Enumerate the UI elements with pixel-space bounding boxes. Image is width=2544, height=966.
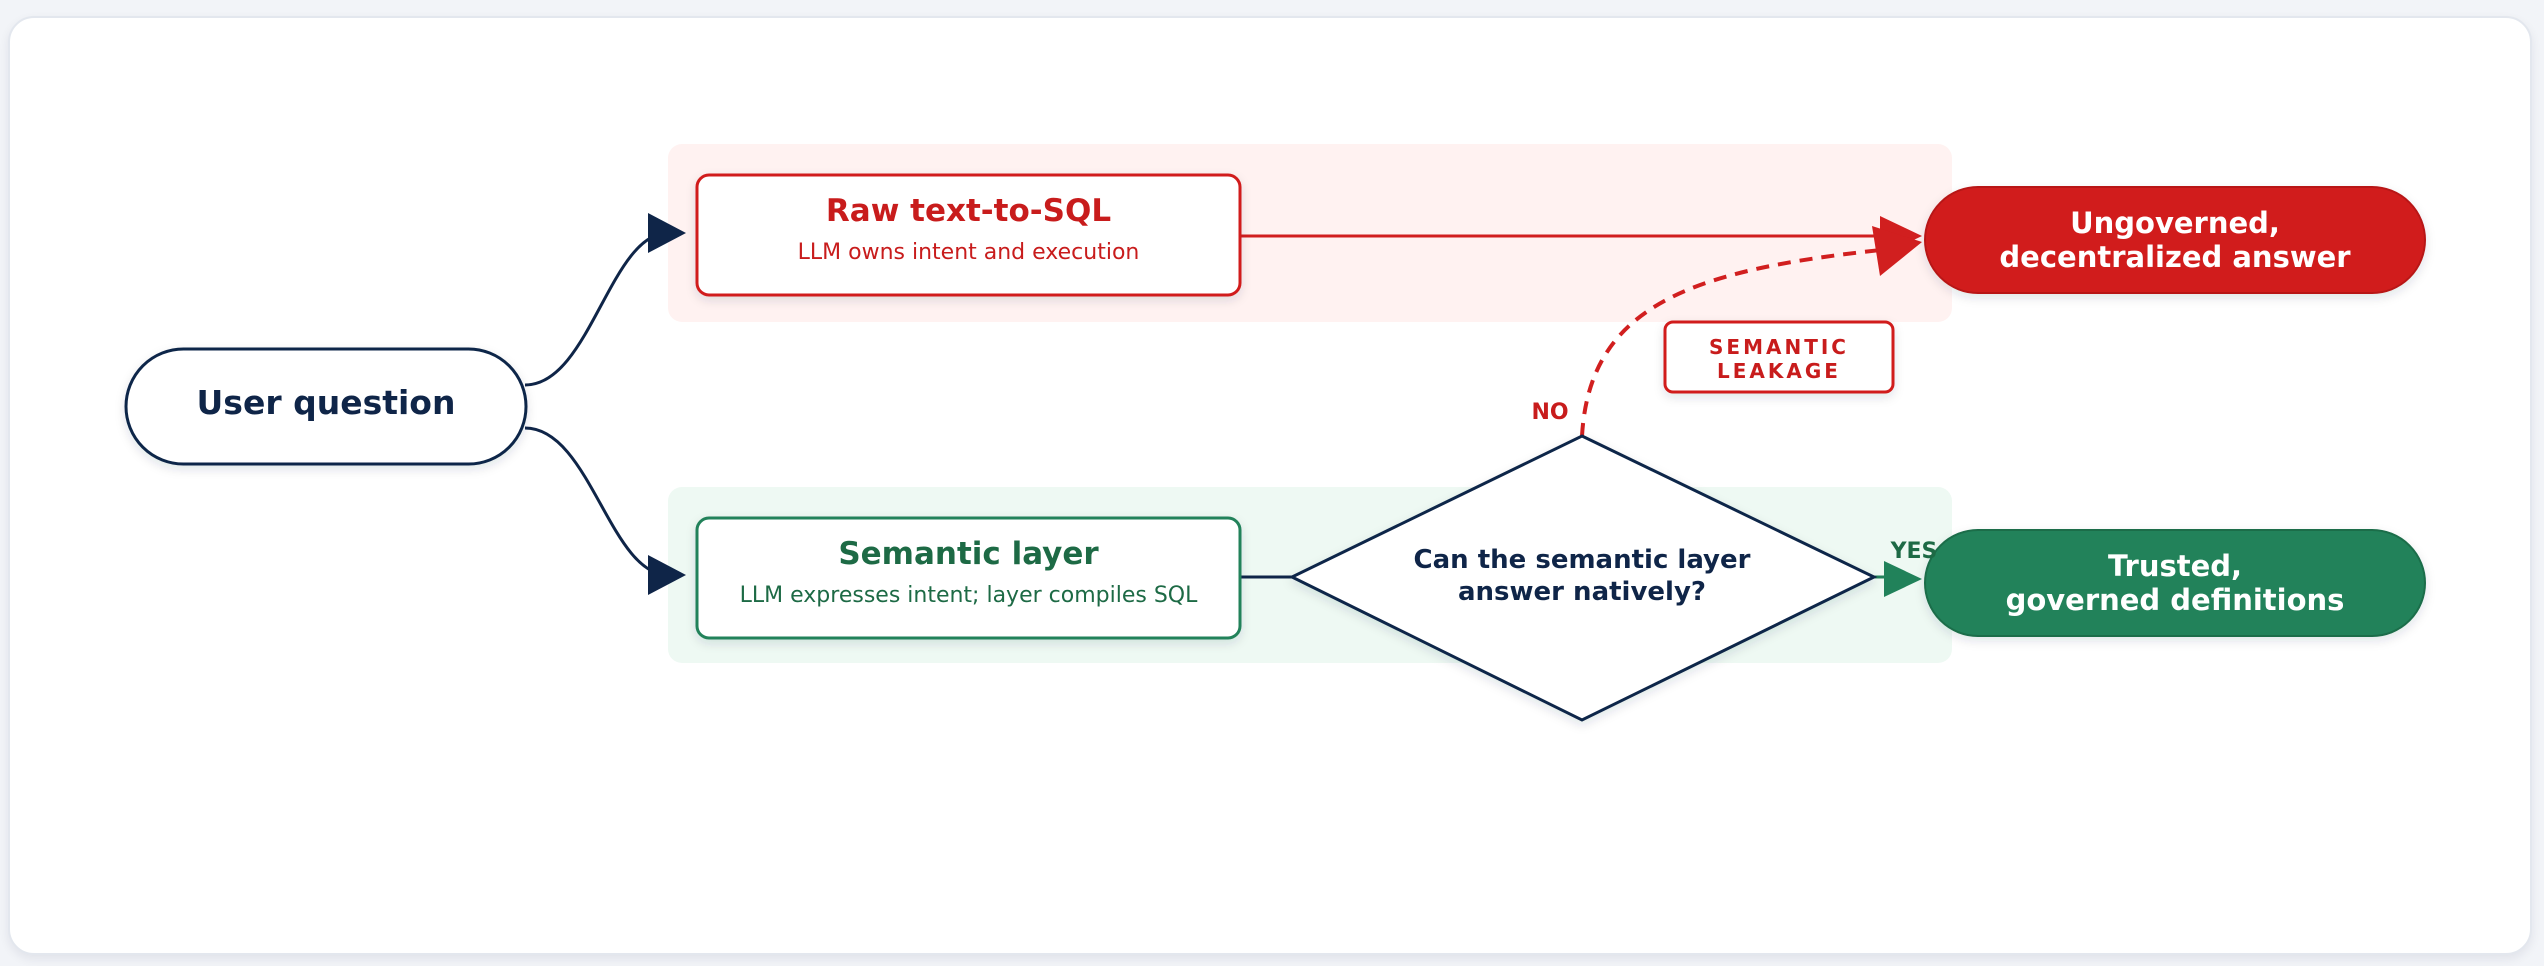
- raw-text-to-sql-node: [695, 173, 1242, 297]
- semantic-layer-node: [695, 516, 1242, 640]
- outcome-good-node: [1924, 529, 2426, 637]
- semantic-leakage-label: SEMANTIC LEAKAGE: [1709, 335, 1849, 383]
- connector-to-raw: [524, 231, 669, 387]
- arrowhead-leakage: [1872, 226, 1922, 276]
- user-question-node: [124, 347, 528, 466]
- arrowhead-semantic: [648, 555, 686, 595]
- outcome-good-label: Trusted, governed definitions: [2005, 549, 2345, 617]
- outcome-bad-node: [1924, 186, 2426, 294]
- decision-yes-label: YES: [1890, 539, 1938, 564]
- semantic-leakage-badge: [1663, 320, 1895, 394]
- decision-diamond: [1288, 434, 1878, 722]
- connector-to-semantic: [524, 426, 669, 577]
- raw-path-title: Raw text-to-SQL: [825, 193, 1112, 229]
- user-question-label: User question: [196, 383, 456, 422]
- connector-no-leakage: [1580, 246, 1901, 437]
- arrowhead-yes: [1884, 561, 1922, 597]
- raw-path-subtitle: LLM owns intent and execution: [797, 240, 1140, 265]
- semantic-path-subtitle: LLM expresses intent; layer compiles SQL: [739, 583, 1198, 608]
- decision-question: Can the semantic layer answer natively?: [1413, 545, 1751, 607]
- decision-no-label: NO: [1531, 400, 1569, 425]
- arrowhead-raw: [648, 213, 686, 253]
- semantic-path-title: Semantic layer: [838, 536, 1099, 572]
- outcome-bad-label: Ungoverned, decentralized answer: [1999, 206, 2351, 274]
